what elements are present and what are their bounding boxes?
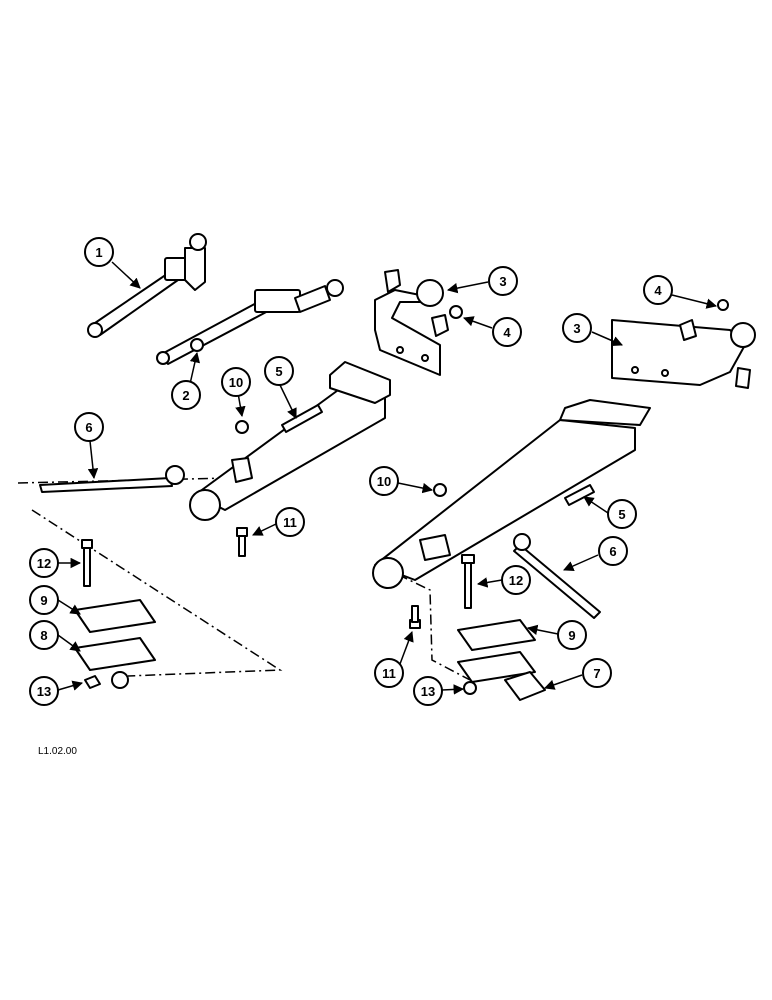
callout-2: 2 xyxy=(171,380,201,410)
svg-text:4: 4 xyxy=(503,325,511,340)
callout-4-right: 4 xyxy=(643,275,673,305)
callout-12-left: 12 xyxy=(29,548,59,578)
svg-text:9: 9 xyxy=(40,593,47,608)
nut-part-right xyxy=(433,483,447,497)
svg-text:3: 3 xyxy=(573,321,580,336)
nut-part-left xyxy=(235,420,249,434)
callout-10-right: 10 xyxy=(369,466,399,496)
callout-3-center: 3 xyxy=(488,266,518,296)
figure-reference-label: L1.02.00 xyxy=(38,746,77,757)
callout-6-right: 6 xyxy=(598,536,628,566)
svg-text:5: 5 xyxy=(618,507,625,522)
callout-7: 7 xyxy=(582,658,612,688)
bracket-part-center xyxy=(374,269,449,376)
svg-text:11: 11 xyxy=(382,666,396,681)
callout-1: 1 xyxy=(84,237,114,267)
svg-text:13: 13 xyxy=(421,684,435,699)
svg-text:9: 9 xyxy=(568,628,575,643)
svg-text:2: 2 xyxy=(182,388,189,403)
svg-text:12: 12 xyxy=(509,573,523,588)
pin-part-right xyxy=(564,484,595,506)
callout-11-right: 11 xyxy=(374,658,404,688)
callout-10-left: 10 xyxy=(221,367,251,397)
callout-13-right: 13 xyxy=(413,676,443,706)
svg-text:6: 6 xyxy=(85,420,92,435)
svg-text:10: 10 xyxy=(377,474,391,489)
callout-9-right: 9 xyxy=(557,620,587,650)
svg-text:5: 5 xyxy=(275,364,282,379)
callout-8-left: 8 xyxy=(29,620,59,650)
pin-part-left xyxy=(281,404,323,433)
svg-text:11: 11 xyxy=(283,515,297,530)
bolt-part-right-long xyxy=(461,554,475,609)
lower-link-arm-left xyxy=(189,361,391,521)
bracket-part-right xyxy=(611,319,756,389)
callout-11-left: 11 xyxy=(275,507,305,537)
plate-stack-left xyxy=(74,539,156,689)
callout-9-left: 9 xyxy=(29,585,59,615)
svg-text:7: 7 xyxy=(593,666,600,681)
bolt-part-right-short xyxy=(409,605,421,629)
plate-stack-right xyxy=(457,619,546,701)
callout-5-right: 5 xyxy=(607,499,637,529)
lower-link-arm-right xyxy=(372,399,651,589)
rod-part-right xyxy=(513,533,601,619)
check-link-part xyxy=(87,233,207,338)
svg-text:6: 6 xyxy=(609,544,616,559)
callout-6-left: 6 xyxy=(74,412,104,442)
svg-text:3: 3 xyxy=(499,274,506,289)
svg-text:4: 4 xyxy=(654,283,662,298)
svg-text:12: 12 xyxy=(37,556,51,571)
svg-text:13: 13 xyxy=(37,684,51,699)
svg-text:8: 8 xyxy=(40,628,47,643)
washer-part-right xyxy=(717,299,729,311)
svg-text:1: 1 xyxy=(95,245,102,260)
callout-4-center: 4 xyxy=(492,317,522,347)
callout-3-right: 3 xyxy=(562,313,592,343)
callout-13-left: 13 xyxy=(29,676,59,706)
leader-lines xyxy=(57,261,718,695)
rod-part-left xyxy=(39,465,185,493)
callout-5-left: 5 xyxy=(264,356,294,386)
callout-12-right: 12 xyxy=(501,565,531,595)
bolt-part-left xyxy=(236,527,248,557)
svg-text:10: 10 xyxy=(229,375,243,390)
adjustable-link-part xyxy=(156,279,344,365)
washer-part-center xyxy=(449,305,463,319)
